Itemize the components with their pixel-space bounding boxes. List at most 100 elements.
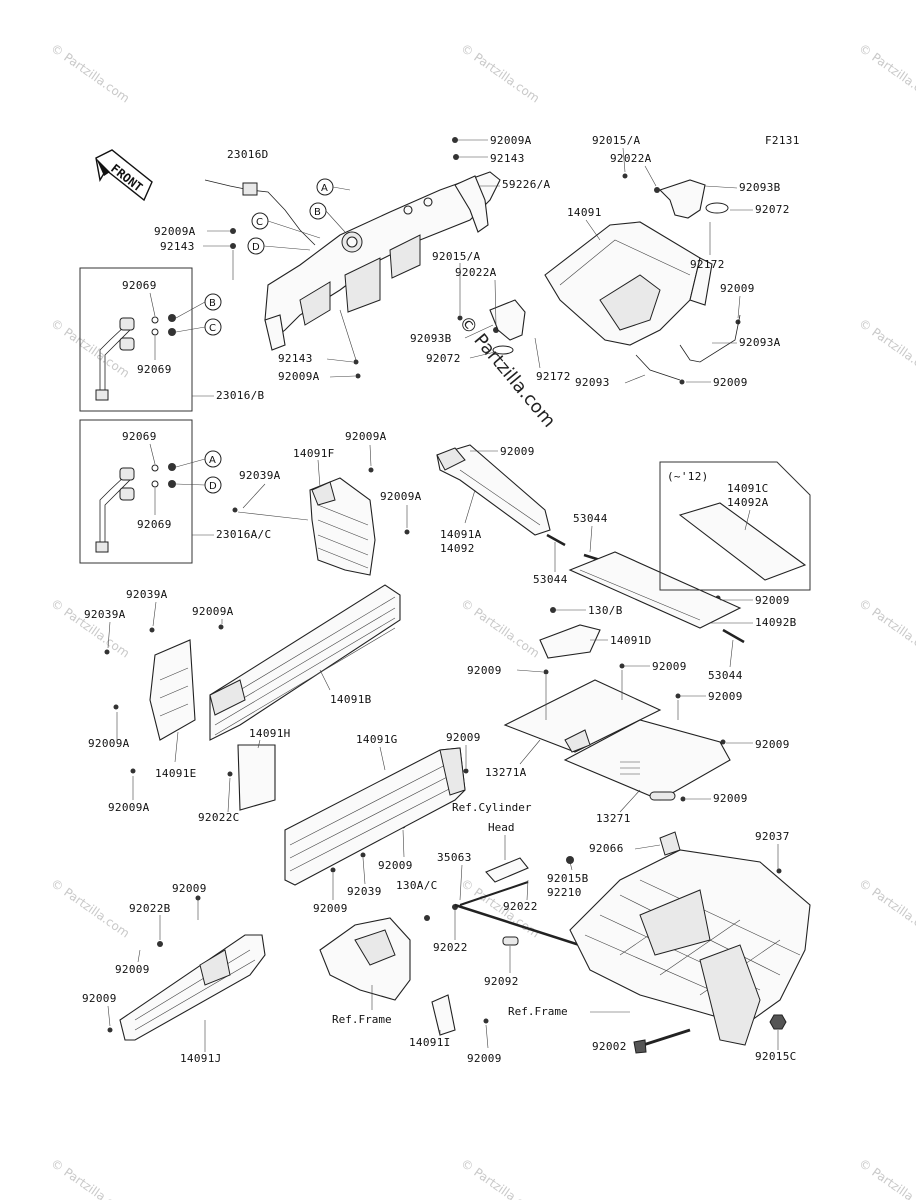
part-label: 92009 [378,859,413,872]
part-label: 130A/C [396,879,438,892]
part-label: 92009 [172,882,207,895]
part-label: 92022 [433,941,468,954]
part-label: 92039A [84,608,126,621]
nut-92015c [769,1014,787,1030]
part-label: 92015/A [592,134,641,147]
center-bracket [489,299,526,355]
part-label: 92009A [345,430,387,443]
panel-13271a [503,679,662,753]
part-label: 92009 [467,664,502,677]
part-label: 59226/A [502,178,551,191]
part-label: 92172 [690,258,725,271]
svg-text:A: A [209,455,216,466]
front-arrow-icon: FRONT [95,149,153,202]
rack-assembly [204,171,501,351]
svg-text:D: D [209,481,217,492]
part-label: 92009 [446,731,481,744]
part-label: 92022A [610,152,652,165]
bracket-14091i [319,917,456,1036]
detail-box-12 [659,461,811,591]
part-label: 14091E [155,767,197,780]
part-label: 92015C [755,1050,797,1063]
rail-14091a [436,444,551,536]
watermark: © Partzilla.com [458,41,542,106]
part-label: 92015B [547,872,589,885]
part-label: 92022C [198,811,240,824]
frame-assembly [569,831,811,1046]
watermark: © Partzilla.com [856,41,916,106]
harness-ac [95,467,135,553]
part-label: 92009A [192,605,234,618]
part-label: 92072 [426,352,461,365]
part-label: 53044 [573,512,608,525]
part-label: 92172 [536,370,571,383]
watermark: © Partzilla.com [48,41,132,106]
rod-92093a [679,314,741,363]
part-label: 92022A [455,266,497,279]
rod-92093 [635,354,681,381]
svg-text:B: B [209,298,216,309]
box-note: (~'12) [667,470,709,483]
part-label: 92069 [137,518,172,531]
part-label: 14091H [249,727,291,740]
svg-text:C: C [256,217,263,228]
part-label: 14091A [440,528,482,541]
ref-cylinder-label-2: Head [488,821,515,834]
part-label: 92039 [347,885,382,898]
bracket-92093b [658,179,729,219]
bracket-14091e [149,639,196,741]
part-label: 23016D [227,148,269,161]
part-label: 14091B [330,693,372,706]
part-label: 35063 [437,851,472,864]
part-label: 14091F [293,447,335,460]
part-label: 23016/B [216,389,265,402]
watermark: © Partzilla.com [856,1156,916,1200]
part-label: 53044 [708,669,743,682]
part-label: 92143 [278,352,313,365]
figure-code: F2131 [765,134,800,147]
part-label: 92002 [592,1040,627,1053]
part-label: 92069 [122,279,157,292]
part-label: 14092A [727,496,769,509]
part-label: 92210 [547,886,582,899]
part-label: 92009 [713,376,748,389]
part-label: 92093 [575,376,610,389]
part-label: 14091G [356,733,398,746]
part-label: 92009 [82,992,117,1005]
watermark: © Partzilla.com [856,876,916,941]
part-label: 14091J [180,1052,222,1065]
detail-box-23016ac [79,419,193,564]
tray-14091 [544,221,713,346]
part-label: 92022B [129,902,171,915]
part-label: 92072 [755,203,790,216]
watermark: © Partzilla.com [458,596,542,661]
cover-14091d [539,624,601,659]
part-label: 92037 [755,830,790,843]
guard-14091j [119,934,266,1041]
harness-b [95,317,135,401]
part-label: 53044 [533,573,568,586]
part-label: 92009A [108,801,150,814]
panel-14091b [209,584,401,741]
part-label: 23016A/C [216,528,271,541]
panel-13271 [563,719,731,801]
part-label: 14092 [440,542,475,555]
part-label: 14092B [755,616,797,629]
ref-frame-label-left: Ref.Frame [332,1013,392,1026]
part-label: 92009 [500,445,535,458]
part-label: 14091 [567,206,602,219]
ref-cylinder-label: Ref.Cylinder [452,801,532,814]
part-label: 92009A [154,225,196,238]
svg-text:D: D [252,242,260,253]
part-label: 92009 [713,792,748,805]
part-label: 92143 [160,240,195,253]
part-label: 13271A [485,766,527,779]
watermark: © Partzilla.com [48,596,132,661]
svg-text:C: C [209,323,216,334]
part-label: 92069 [122,430,157,443]
watermark: © Partzilla.com [856,316,916,381]
part-label: 13271 [596,812,631,825]
part-label: 92093A [739,336,781,349]
part-label: 92039A [126,588,168,601]
